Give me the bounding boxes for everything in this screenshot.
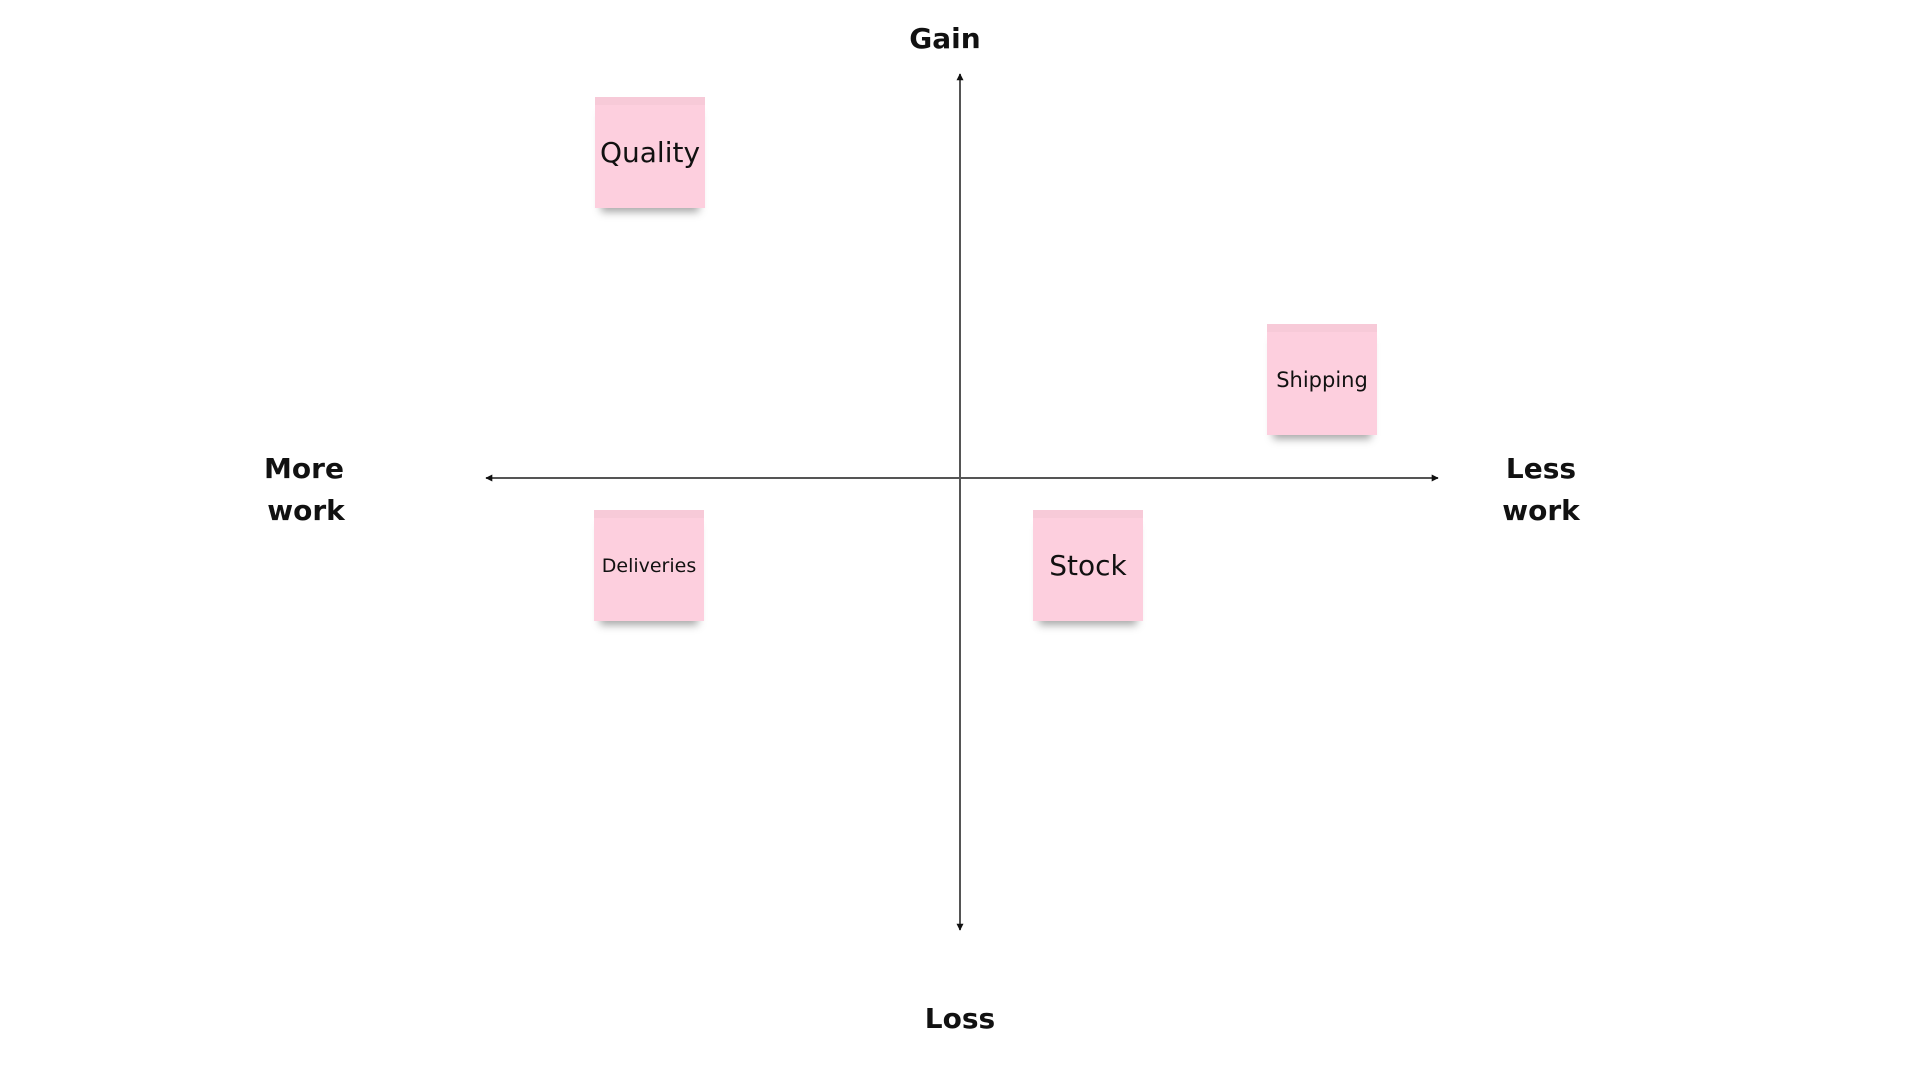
sticky-note-label: Shipping xyxy=(1276,367,1368,392)
axis-label-more-work-line2: work xyxy=(267,494,345,527)
axis-label-less-work-line2: work xyxy=(1502,494,1580,527)
sticky-note-stock[interactable]: Stock xyxy=(1033,510,1143,621)
sticky-note-label: Stock xyxy=(1049,549,1127,582)
axis-label-more-work-line1: More xyxy=(264,452,344,485)
axis-label-gain: Gain xyxy=(909,22,981,55)
sticky-note-label: Quality xyxy=(599,136,701,169)
axis-label-loss: Loss xyxy=(924,1002,996,1035)
sticky-note-label: Deliveries xyxy=(601,554,697,577)
axis-label-more-work: More work xyxy=(256,448,356,532)
axis-label-less-work: Less work xyxy=(1491,448,1591,532)
sticky-note-shipping[interactable]: Shipping xyxy=(1267,324,1377,435)
axis-label-less-work-line1: Less xyxy=(1505,452,1577,485)
sticky-note-quality[interactable]: Quality xyxy=(595,97,705,208)
sticky-note-deliveries[interactable]: Deliveries xyxy=(594,510,704,621)
